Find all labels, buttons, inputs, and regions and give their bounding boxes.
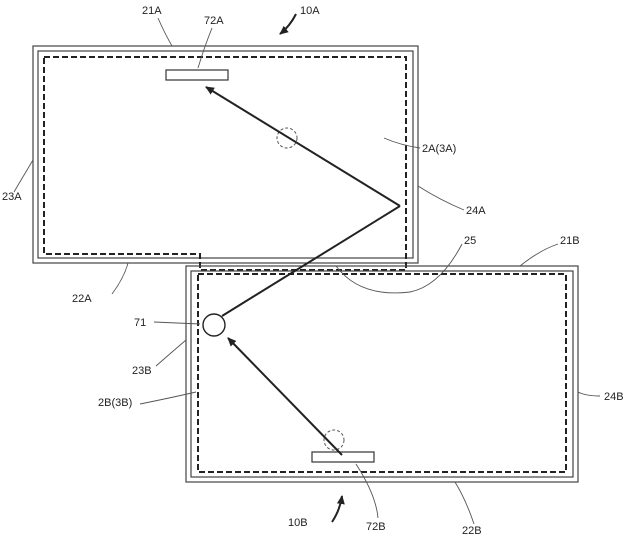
label-24a: 24A [466, 205, 486, 217]
ray-segment-1 [228, 338, 342, 455]
label-21b: 21B [560, 235, 580, 247]
label-25: 25 [464, 235, 476, 247]
leader-23a [14, 160, 33, 192]
touch-point-a [277, 128, 297, 148]
label-71: 71 [134, 317, 146, 329]
device-b-outer-frame [186, 266, 578, 482]
label-21a: 21A [142, 5, 162, 17]
leader-21b [520, 244, 558, 266]
label-10a: 10A [300, 5, 320, 17]
leader-72a [198, 28, 212, 68]
sensor-72b [312, 452, 374, 462]
label-2b: 2B(3B) [98, 397, 132, 409]
sensor-72a [166, 70, 228, 80]
label-10b: 10B [288, 517, 308, 529]
device-10b [186, 266, 578, 482]
leader-24a [418, 186, 464, 210]
label-23b: 23B [132, 365, 152, 377]
arrow-10a [280, 14, 296, 34]
label-2a: 2A(3A) [422, 143, 456, 155]
leader-25 [336, 244, 462, 293]
label-22a: 22A [72, 293, 92, 305]
device-10a [33, 46, 418, 270]
leader-2b [140, 392, 196, 404]
arrow-10b [332, 496, 342, 522]
label-72a: 72A [204, 15, 224, 27]
device-a-display-region [44, 57, 406, 270]
label-23a: 23A [2, 191, 22, 203]
device-b-inner-frame [191, 271, 573, 477]
label-24b: 24B [604, 391, 624, 403]
device-b-display-region [198, 274, 566, 472]
leader-22b [455, 482, 474, 524]
leader-23b [156, 340, 186, 366]
leader-71 [154, 322, 200, 324]
leader-21a [158, 18, 172, 46]
light-source-71 [203, 314, 225, 336]
device-a-inner-frame [38, 51, 413, 258]
leader-24b [578, 392, 600, 396]
leader-22a [112, 263, 128, 294]
ray-segment-3 [206, 87, 400, 206]
ray-segment-2 [222, 206, 400, 316]
label-72b: 72B [366, 521, 386, 533]
label-22b: 22B [462, 525, 482, 537]
leader-2a [384, 138, 420, 148]
